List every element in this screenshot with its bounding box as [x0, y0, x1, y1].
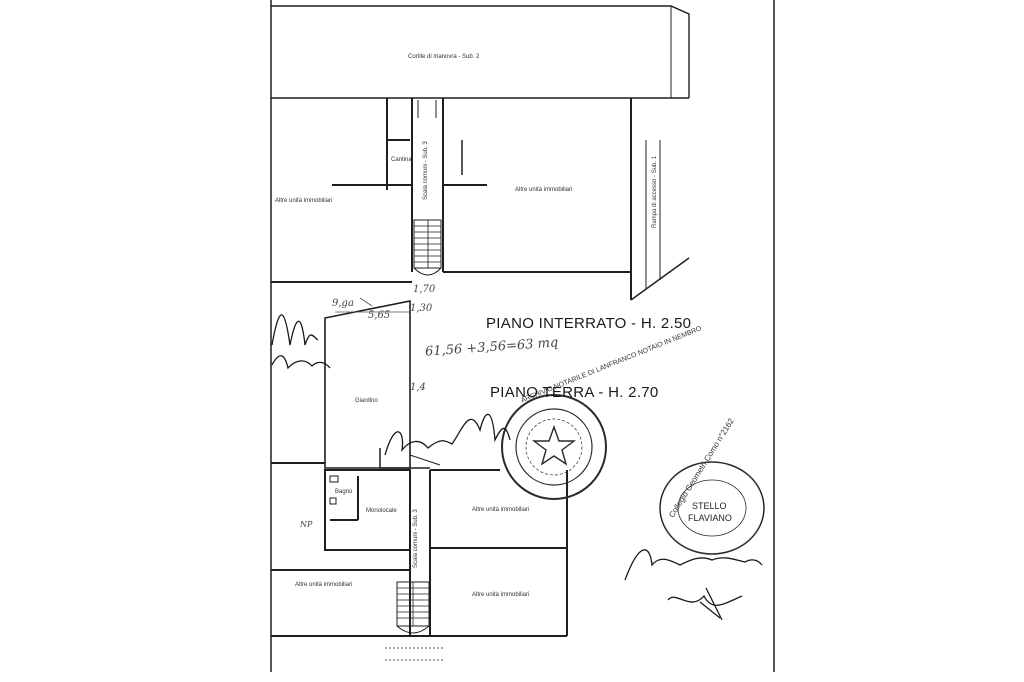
annotation-m2: 5,65: [368, 310, 391, 321]
signature-left-2: [271, 355, 331, 370]
annotation-m1: 9,ga: [332, 298, 354, 309]
signature-bottom: [667, 587, 743, 621]
label-cortile: Cortile di manovra - Sub. 2: [408, 54, 480, 60]
annotation-m3: 1,30: [410, 303, 433, 314]
label-monolocale: Monolocale: [366, 508, 397, 514]
label-altre-interrato-mid: Altre unità immobiliari: [515, 187, 573, 193]
label-cantina: Cantina: [391, 157, 412, 163]
geometri-stamp: [659, 461, 765, 555]
geometri-stamp-name1: STELLO: [692, 501, 727, 511]
annotation-np: NP: [300, 520, 313, 529]
label-scala-interrato: Scala comuni - Sub. 3: [423, 141, 429, 200]
signature-middle: [384, 413, 511, 456]
label-altre-terra-right1: Altre unità immobiliari: [472, 507, 530, 513]
label-altre-interrato-left: Altre unità immobiliari: [275, 198, 333, 204]
label-bagno: Bagno: [335, 489, 353, 495]
signature-stello: [624, 549, 763, 581]
title-piano-interrato: PIANO INTERRATO - H. 2.50: [486, 315, 692, 332]
annotation-m4: 1,70: [413, 284, 436, 295]
label-altre-terra-right2: Altre unità immobiliari: [472, 592, 530, 598]
label-giardino: Giardino: [355, 398, 378, 404]
label-scala-terra: Scala comuni - Sub. 3: [413, 509, 419, 568]
cortile-boundary: [271, 5, 690, 98]
annotation-m5: 1,4: [410, 382, 426, 393]
signature-left-1: [271, 314, 319, 346]
geometri-stamp-name2: FLAVIANO: [688, 513, 732, 523]
title-piano-terra: PIANO TERRA - H. 2.70: [490, 384, 659, 401]
notary-stamp: [501, 394, 607, 500]
giardino-outline: [324, 300, 411, 469]
label-rampa: Rampa di accesso - Sub. 1: [652, 155, 658, 228]
label-altre-terra-left: Altre unità immobiliari: [295, 582, 353, 588]
